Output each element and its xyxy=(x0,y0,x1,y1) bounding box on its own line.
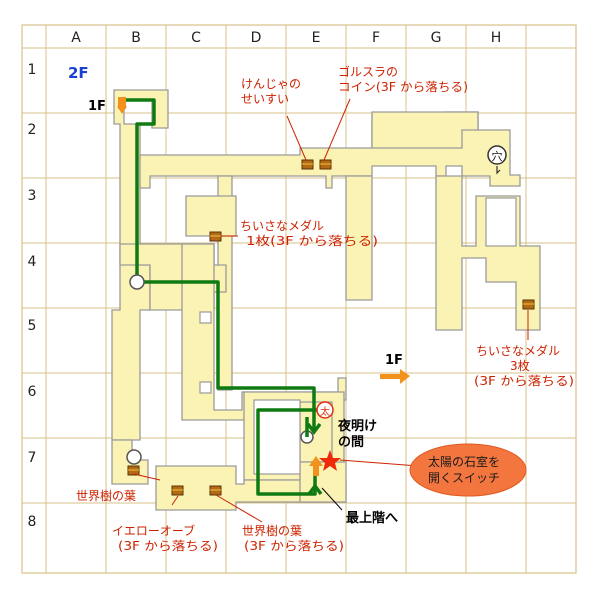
chest-sage-water-label-2: せいすい xyxy=(241,92,289,106)
chest-leaf-c7-label-2: (3F から落ちる) xyxy=(244,539,344,553)
row-header-4: 4 xyxy=(28,254,37,270)
chest-golsura-icon xyxy=(319,159,332,170)
column-header-f: F xyxy=(372,30,380,46)
column-header-c: C xyxy=(191,30,201,46)
switch-label-2: 開くスイッチ xyxy=(428,471,500,485)
sun-glyph: 太 xyxy=(320,405,330,418)
stairs-1f-right-label: 1F xyxy=(385,353,403,368)
hole-marker-b7-icon xyxy=(126,449,142,465)
chest-yellow-orb-label-1: イエローオーブ xyxy=(112,523,195,538)
map-markers: 太 穴 xyxy=(117,97,507,496)
column-header-d: D xyxy=(251,30,262,46)
pillars xyxy=(199,197,517,475)
leader-line-top-floor xyxy=(321,487,343,511)
chest-leaf-c7-icon xyxy=(209,485,222,496)
treasure-chests xyxy=(127,159,535,496)
chest-leaf-b7-icon xyxy=(127,465,140,476)
row-header-3: 3 xyxy=(28,188,37,204)
chest-medal-one-icon xyxy=(209,231,222,242)
room-dawn-label-1: 夜明け xyxy=(337,418,377,434)
stairs-top-floor-label: 最上階へ xyxy=(346,510,398,526)
column-header-e: E xyxy=(312,30,321,46)
hole-marker-b4-icon xyxy=(129,274,145,290)
chest-medal-three-label-1: ちいさなメダル xyxy=(476,343,560,358)
chest-leaf-b7-label: 世界樹の葉 xyxy=(76,489,136,503)
chest-yellow-orb-icon xyxy=(171,485,184,496)
row-header-2: 2 xyxy=(28,122,37,138)
row-header-1: 1 xyxy=(28,62,37,78)
leader-lines xyxy=(133,98,529,523)
row-header-7: 7 xyxy=(28,450,37,466)
stairs-1f-top-icon xyxy=(117,97,127,114)
switch-label-1: 太陽の石室を xyxy=(428,454,500,469)
chest-golsura-label-2: コイン(3F から落ちる) xyxy=(338,80,468,94)
chest-medal-three-label-3: (3F から落ちる) xyxy=(474,374,574,388)
sun-symbol-icon xyxy=(316,401,334,419)
route-arrow-up-icon xyxy=(307,483,323,496)
chest-yellow-orb-label-2: (3F から落ちる) xyxy=(118,539,218,553)
chest-medal-three-label-2: 3枚 xyxy=(510,358,530,373)
room-dawn-label-2: の間 xyxy=(338,435,364,450)
column-header-b: B xyxy=(131,30,141,46)
row-header-5: 5 xyxy=(28,318,37,334)
column-header-g: G xyxy=(431,30,442,46)
chest-medal-three-icon xyxy=(522,299,535,310)
stairs-up-icon xyxy=(309,456,323,476)
hole-icon xyxy=(487,145,507,165)
map-text: 2F 1F 1F けんじゃの せいすい ゴルスラの コイン(3F から落ちる) … xyxy=(68,64,574,553)
chest-sage-water-label-1: けんじゃの xyxy=(241,77,301,91)
hole-glyph: 穴 xyxy=(492,149,503,163)
row-header-6: 6 xyxy=(28,384,37,400)
route-arrow-down-icon xyxy=(306,422,322,435)
stairs-1f-right-icon xyxy=(380,369,410,384)
column-header-a: A xyxy=(71,30,81,46)
chest-medal-one-label-2: 1枚(3F から落ちる) xyxy=(246,233,378,248)
switch-callout-bubble xyxy=(409,443,527,497)
hole-pointer-icon xyxy=(496,166,501,175)
row-header-8: 8 xyxy=(28,514,37,530)
stairs-1f-top-label: 1F xyxy=(88,99,106,114)
chest-sage-water-icon xyxy=(301,159,314,170)
chest-golsura-label-1: ゴルスラの xyxy=(338,64,398,79)
switch-star-icon xyxy=(319,450,341,471)
column-header-h: H xyxy=(491,30,502,46)
grid-headers: A B C D E F G H 1 2 3 4 5 6 7 8 xyxy=(28,30,502,530)
chest-leaf-c7-label-1: 世界樹の葉 xyxy=(242,524,302,538)
chest-medal-one-label-1: ちいさなメダル xyxy=(240,218,324,233)
floor-label: 2F xyxy=(68,64,89,82)
